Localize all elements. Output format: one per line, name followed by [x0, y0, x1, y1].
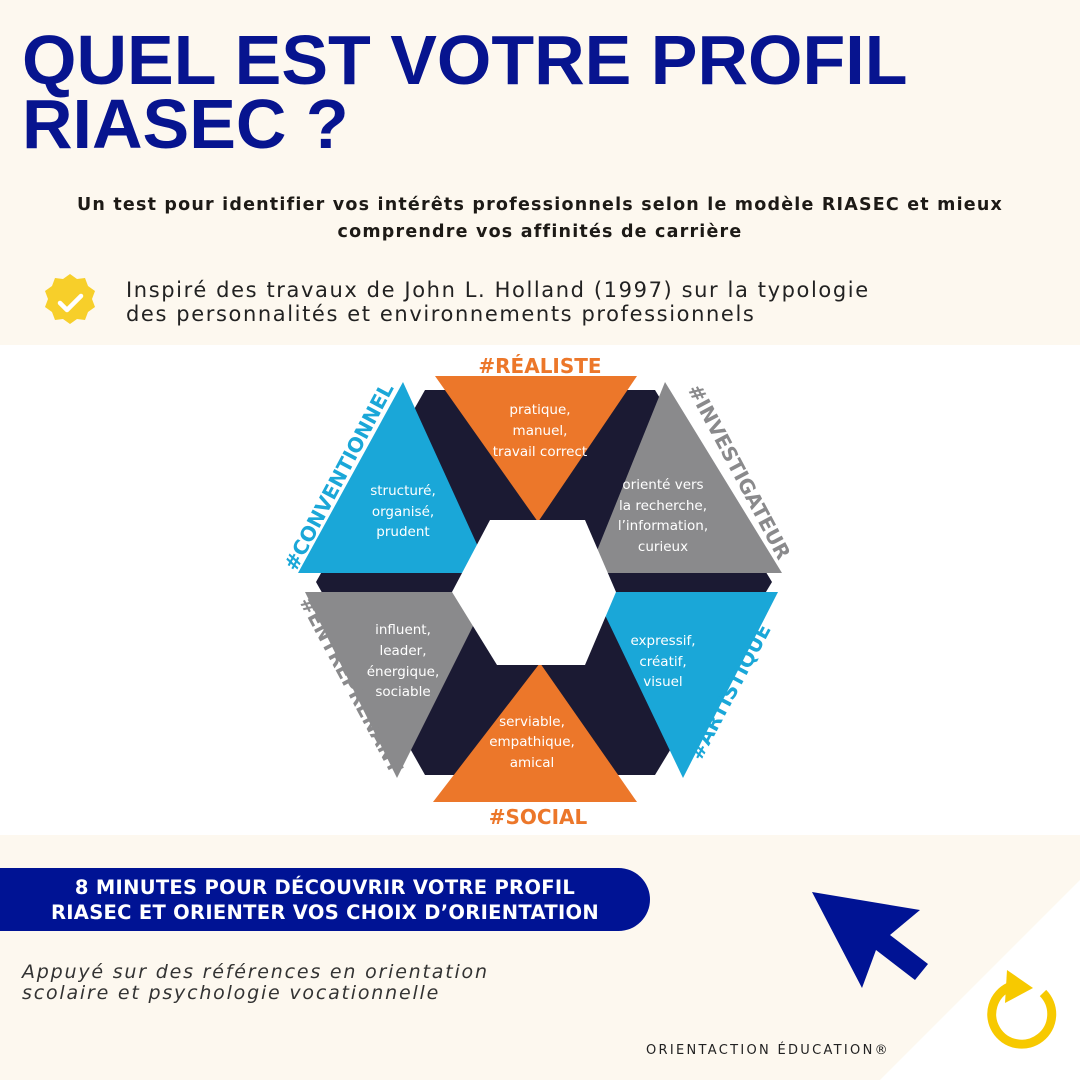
realiste-trait: travail correct	[493, 444, 587, 460]
title-line-2: RIASEC ?	[22, 85, 349, 163]
title-line-1: QUEL EST VOTRE PROFIL	[22, 21, 908, 99]
realiste-trait: manuel,	[513, 423, 568, 439]
cta-line-2: RIASEC ET ORIENTER VOS CHOIX D’ORIENTATI…	[50, 901, 600, 924]
entreprenant-trait: influent,	[375, 622, 431, 638]
label-social: #SOCIAL	[489, 805, 588, 829]
triangle-conventionnel	[298, 382, 490, 573]
center-hexagon	[452, 520, 616, 665]
label-realiste: #RÉALISTE	[478, 354, 601, 378]
investigateur-trait: l’information,	[618, 518, 708, 534]
realiste-trait: pratique,	[509, 402, 570, 418]
artistique-trait: créatif,	[639, 654, 686, 670]
artistique-trait: expressif,	[630, 633, 695, 649]
check-badge-icon	[45, 274, 95, 324]
investigateur-trait: curieux	[638, 539, 688, 555]
refresh-icon	[987, 970, 1057, 1049]
reference-line-1: Appuyé sur des références en orientation	[22, 961, 489, 983]
social-trait: serviable,	[499, 714, 565, 730]
cursor-arrow-icon	[812, 892, 928, 988]
reference-line-2: scolaire et psychologie vocationnelle	[22, 982, 441, 1004]
social-trait: empathique,	[489, 734, 575, 750]
brand-name: ORIENTACTION ÉDUCATION®	[646, 1043, 890, 1058]
triangle-social	[433, 663, 637, 802]
entreprenant-trait: leader,	[379, 643, 426, 659]
investigateur-trait: la recherche,	[619, 498, 707, 514]
conventionnel-trait: prudent	[376, 524, 429, 540]
conventionnel-trait: organisé,	[372, 504, 434, 520]
subtitle: Un test pour identifier vos intérêts pro…	[76, 195, 1004, 242]
investigateur-trait: orienté vers	[622, 477, 703, 493]
reference-text: Appuyé sur des références en orientation…	[22, 962, 489, 1004]
entreprenant-trait: énergique,	[367, 664, 440, 680]
triangle-realiste	[435, 376, 637, 522]
triangle-entreprenant	[305, 592, 490, 778]
social-trait: amical	[510, 755, 555, 771]
artistique-trait: visuel	[643, 674, 682, 690]
inspiration-text: Inspiré des travaux de John L. Holland (…	[126, 278, 870, 326]
inspiration-line-2: des personnalités et environnements prof…	[126, 302, 756, 326]
cta-line-1: 8 MINUTES POUR DÉCOUVRIR VOTRE PROFIL	[74, 876, 576, 899]
entreprenant-trait: sociable	[375, 684, 430, 700]
triangle-investigateur	[588, 382, 782, 573]
conventionnel-trait: structuré,	[370, 483, 436, 499]
riasec-diagram: #RÉALISTE #SOCIAL #CONVENTIONNEL #INVEST…	[0, 345, 1080, 835]
inspiration-line-1: Inspiré des travaux de John L. Holland (…	[126, 278, 870, 302]
triangle-artistique	[594, 592, 778, 778]
